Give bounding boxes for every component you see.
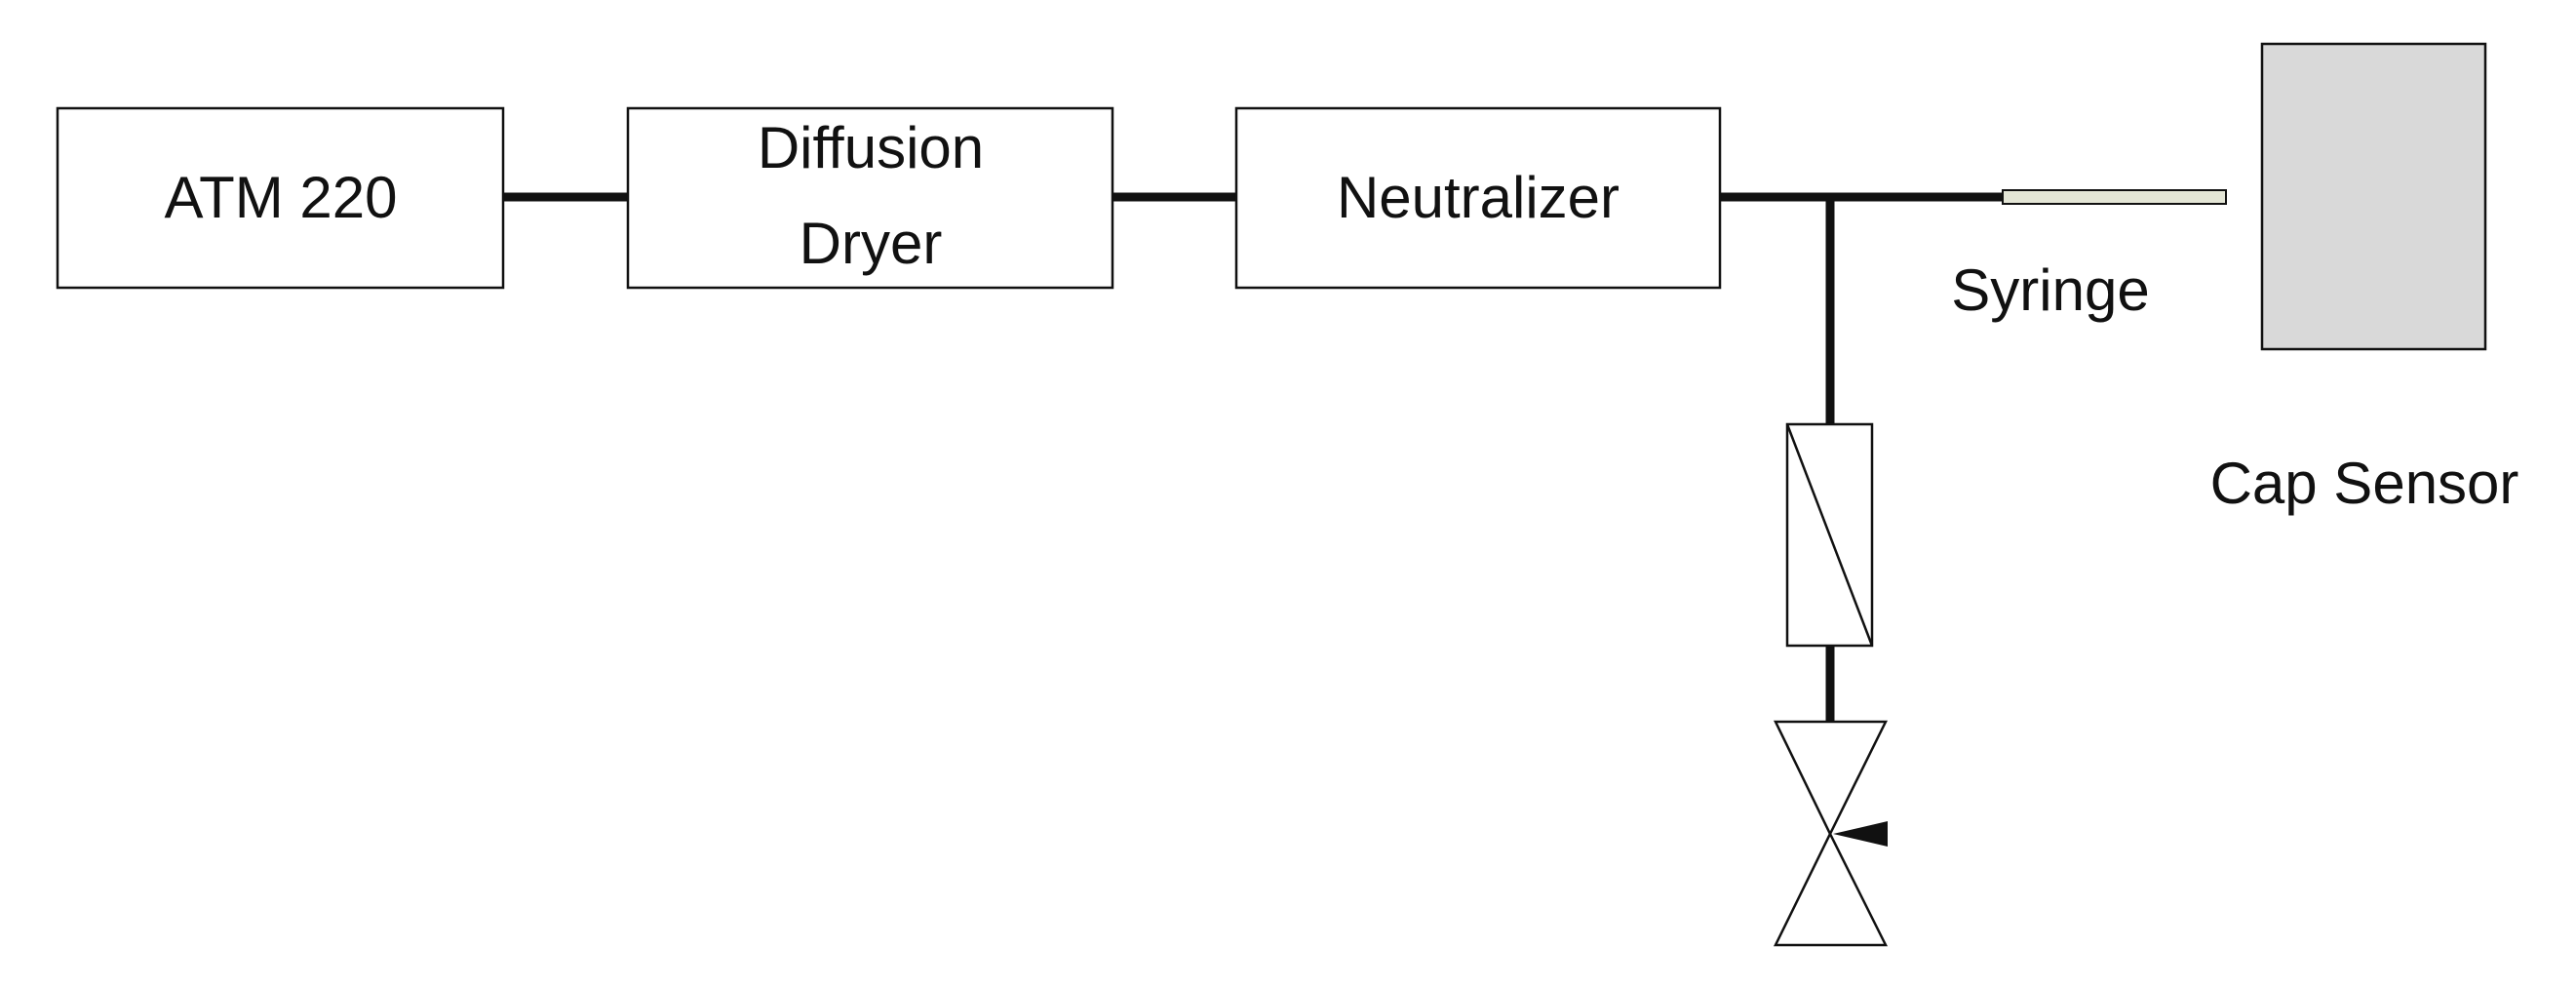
syringe-label: Syringe	[1951, 257, 2149, 323]
syringe-needle	[2002, 189, 2227, 205]
atm-220-label: ATM 220	[165, 165, 398, 230]
valve-icon	[1773, 720, 1889, 947]
atm-220-box: ATM 220	[56, 106, 505, 290]
valve-actuator-icon	[1833, 821, 1888, 847]
neutralizer-box: Neutralizer	[1234, 106, 1722, 290]
cap-sensor-label: Cap Sensor	[2210, 451, 2519, 516]
filter-icon	[1785, 422, 1874, 648]
diffusion-dryer-label-line2: Dryer	[800, 211, 943, 276]
diffusion-dryer-box: Diffusion Dryer	[626, 106, 1114, 290]
diffusion-dryer-label-line1: Diffusion	[758, 115, 984, 180]
neutralizer-label: Neutralizer	[1337, 165, 1620, 230]
cap-sensor-block	[2260, 42, 2487, 351]
